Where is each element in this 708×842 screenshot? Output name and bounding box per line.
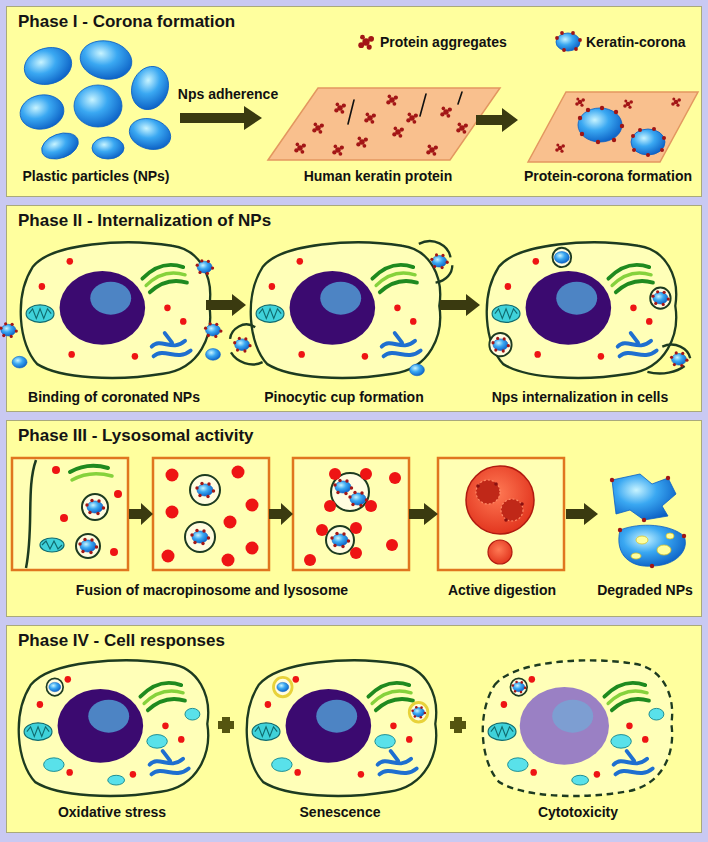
legend-text: Keratin-corona: [586, 34, 686, 51]
plus-sign: [218, 717, 234, 733]
cell-pinocytic-cup: [230, 241, 452, 378]
caption-label: Fusion of macropinosome and lysosome: [76, 582, 348, 599]
caption-label: Cytotoxicity: [538, 804, 618, 821]
responses-illustration: [6, 625, 702, 833]
phase-heading: Phase II - Internalization of NPs: [18, 211, 271, 231]
cell-internalized: [487, 242, 690, 378]
cell-cytotoxic: [483, 660, 672, 796]
caption-label: Pinocytic cup formation: [264, 389, 423, 406]
plus-sign: [450, 717, 466, 733]
fusion-stage-2: [162, 466, 259, 567]
phase-heading: Phase IV - Cell responses: [18, 631, 225, 651]
stage-frames: [12, 458, 564, 570]
caption-label: Binding of coronated NPs: [28, 389, 200, 406]
corona-sheet: [528, 92, 698, 162]
caption-label: Degraded NPs: [597, 582, 693, 599]
phase-panel: Phase II - Internalization of NPs: [6, 205, 702, 412]
flow-arrow: [129, 503, 153, 525]
flow-arrow: [566, 503, 598, 525]
digestion-lysosome: [466, 466, 534, 564]
fusion-stage-3: [304, 468, 401, 566]
flow-arrow: [180, 106, 262, 130]
keratin-sheet: [268, 88, 500, 160]
cell-senescence: [247, 660, 436, 796]
flow-arrow: [476, 108, 518, 132]
caption-label: Active digestion: [448, 582, 556, 599]
flow-arrow: [269, 503, 293, 525]
caption-label: Nps adherence: [178, 86, 278, 103]
legend-text: Protein aggregates: [380, 34, 507, 51]
caption-label: Nps internalization in cells: [492, 389, 669, 406]
cell-oxidative: [19, 660, 208, 796]
legend-icons: [358, 31, 582, 52]
caption-label: Plastic particles (NPs): [22, 168, 169, 185]
flow-arrow: [409, 503, 438, 525]
phase-heading: Phase III - Lysosomal activity: [18, 426, 254, 446]
phase-panel: Phase IV - Cell responses: [6, 625, 702, 833]
caption-label: Human keratin protein: [304, 168, 453, 185]
flow-arrow: [440, 294, 480, 316]
caption-label: Senescence: [300, 804, 381, 821]
flow-arrow: [206, 294, 246, 316]
plastic-particles: [17, 37, 174, 164]
internalization-illustration: [6, 205, 702, 412]
caption-label: Oxidative stress: [58, 804, 166, 821]
cell-binding: [0, 242, 223, 378]
phase-heading: Phase I - Corona formation: [18, 12, 235, 32]
fusion-stage-1: [26, 460, 122, 568]
degraded-particles: [610, 474, 686, 568]
caption-label: Protein-corona formation: [524, 168, 692, 185]
